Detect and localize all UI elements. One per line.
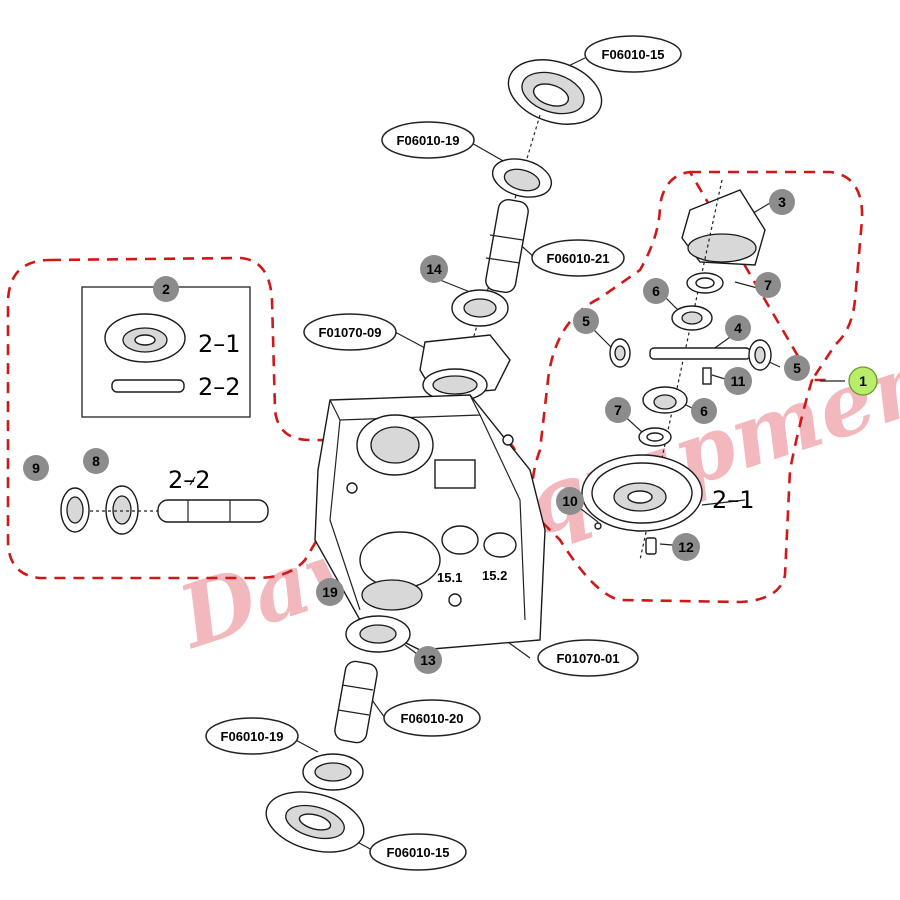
label-bottom-bearing-text: F06010-19 — [221, 729, 284, 744]
callout-9-text: 9 — [32, 460, 40, 476]
callout-6-bottom: 6 — [691, 398, 717, 424]
washer-7-top — [686, 272, 724, 294]
box-shaft-label: 2–2 — [198, 373, 241, 401]
bolt-10 — [594, 522, 602, 530]
bearing-8-part — [105, 485, 139, 535]
label-top-cover-text: F01070-09 — [319, 325, 382, 340]
shaft-2-2-label: 2–2 — [168, 466, 211, 494]
box-gear-label: 2–1 — [198, 330, 241, 358]
callout-7-top-text: 7 — [764, 277, 772, 293]
callout-14: 14 — [420, 255, 448, 283]
pin-11 — [702, 367, 712, 385]
pinion-5-left — [609, 338, 631, 368]
upper-bearing-14 — [451, 289, 509, 327]
top-seal-part — [507, 59, 603, 125]
callout-14-text: 14 — [426, 261, 442, 277]
top-cover-part — [419, 334, 511, 402]
top-shaft-part — [485, 198, 529, 294]
bottom-seal-part — [265, 791, 365, 853]
callout-5-right: 5 — [784, 355, 810, 381]
bolt-12 — [645, 537, 657, 555]
callout-4: 4 — [725, 315, 751, 341]
bottom-bearing-part — [302, 753, 364, 791]
shaft-2-2-part — [90, 499, 269, 523]
callout-7-bottom-text: 7 — [614, 402, 622, 418]
seal-9-part — [60, 487, 90, 533]
callout-9: 9 — [23, 455, 49, 481]
lower-bearing-13 — [345, 615, 411, 653]
label-top-bearing: F06010-19 — [381, 121, 475, 159]
callout-7-bottom: 7 — [605, 397, 631, 423]
callout-7-top: 7 — [755, 272, 781, 298]
callout-19: 19 — [316, 578, 344, 606]
gear-detail-box: 2–1 2–2 — [81, 286, 251, 418]
callout-11: 11 — [724, 367, 752, 395]
ring-gear-label: 2–1 — [712, 486, 755, 514]
hole-label-15-1: 15.1 — [437, 570, 462, 585]
washer-7-bottom — [638, 427, 672, 447]
gear-6-bottom — [642, 386, 688, 414]
callout-12: 12 — [672, 533, 700, 561]
callout-6-top: 6 — [643, 278, 669, 304]
label-top-bearing-text: F06010-19 — [397, 133, 460, 148]
top-bearing-part — [491, 158, 553, 198]
callout-2: 2 — [153, 276, 179, 302]
callout-5-left: 5 — [573, 308, 599, 334]
label-bottom-seal: F06010-15 — [369, 833, 467, 871]
label-housing-text: F01070-01 — [557, 651, 620, 666]
label-bottom-seal-text: F06010-15 — [387, 845, 450, 860]
pin-4 — [649, 347, 751, 360]
callout-13-text: 13 — [420, 652, 436, 668]
label-top-cover: F01070-09 — [303, 313, 397, 351]
callout-3-text: 3 — [778, 194, 786, 210]
hole-label-15-2: 15.2 — [482, 568, 507, 583]
group-outline-2 — [6, 256, 519, 580]
label-top-seal: F06010-15 — [584, 35, 682, 73]
ring-gear-2-1 — [581, 454, 703, 532]
bottom-shaft-part — [334, 660, 378, 744]
callout-1: 1 — [848, 366, 878, 396]
callout-8: 8 — [83, 448, 109, 474]
callout-8-text: 8 — [92, 453, 100, 469]
callout-2-text: 2 — [162, 281, 170, 297]
label-housing: F01070-01 — [537, 639, 639, 677]
callout-10: 10 — [556, 487, 584, 515]
callout-1-text: 1 — [859, 373, 867, 389]
gear-6-top — [671, 305, 713, 331]
housing-part — [314, 394, 546, 651]
label-bottom-bearing: F06010-19 — [205, 717, 299, 755]
label-bottom-shaft-text: F06010-20 — [401, 711, 464, 726]
label-top-shaft: F06010-21 — [531, 239, 625, 277]
callout-13: 13 — [414, 646, 442, 674]
callout-19-text: 19 — [322, 584, 338, 600]
callout-6-top-text: 6 — [652, 283, 660, 299]
callout-12-text: 12 — [678, 539, 694, 555]
callout-3: 3 — [769, 189, 795, 215]
label-top-seal-text: F06010-15 — [602, 47, 665, 62]
callout-5-left-text: 5 — [582, 313, 590, 329]
callout-4-text: 4 — [734, 320, 742, 336]
callout-6-bottom-text: 6 — [700, 403, 708, 419]
diff-case-3 — [639, 179, 766, 561]
callout-11-text: 11 — [731, 373, 746, 389]
pinion-5-right — [748, 339, 772, 371]
label-bottom-shaft: F06010-20 — [383, 699, 481, 737]
label-top-shaft-text: F06010-21 — [547, 251, 610, 266]
callout-10-text: 10 — [562, 493, 578, 509]
callout-5-right-text: 5 — [793, 360, 801, 376]
